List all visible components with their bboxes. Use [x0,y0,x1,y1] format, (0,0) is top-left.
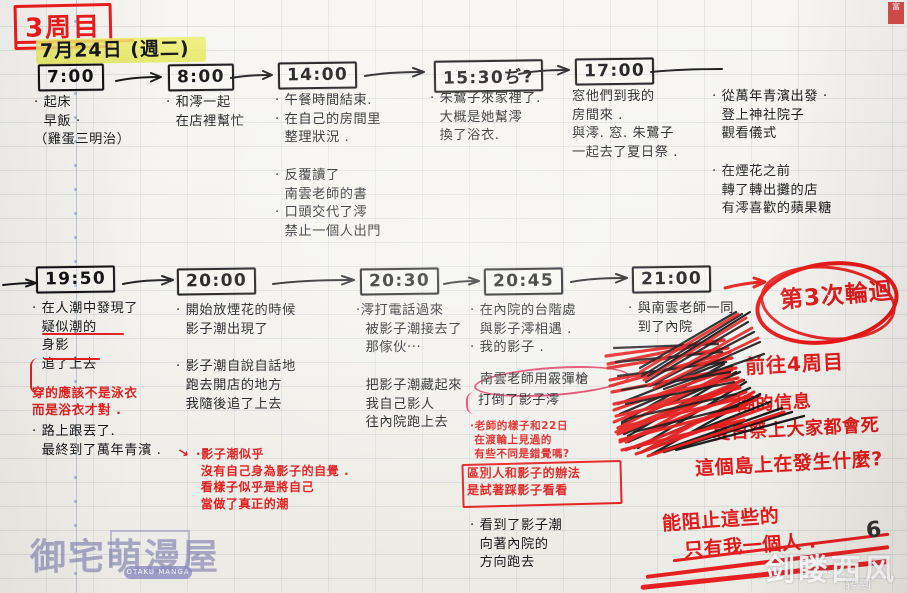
watermark-right-subtext: 转到 [845,578,874,592]
timebox-label: 19:50 [44,268,107,290]
entry-text-1950: · 在人潮中發現了 疑似潮的 身影 追了上去 [32,301,139,373]
ruled-line [0,266,907,267]
ruled-line [0,314,907,315]
ruled-line [0,362,907,363]
ruled-line [0,122,907,123]
arrow-right-icon [570,273,628,286]
entry-text-row1-tail: · 從萬年青濱出發 · 登上神社院子 觀看儀式 · 在煙花之前 轉了轉出攤的店 … [712,89,832,217]
arrow-right-icon [443,276,481,288]
arrow-right-icon [272,275,356,288]
arrow-right-icon [518,65,570,78]
ruled-line [0,530,907,531]
timebox-2000[interactable]: 20:00 [176,267,257,296]
entry-text-2100: · 與南雲老師一同 到了內院 [628,301,735,335]
ruled-line [0,410,907,411]
arrow-to-loop-icon [723,276,767,290]
timebox-label: 17:00 [583,60,646,82]
line-after-circle-2045: 打倒了影子澪 [478,393,560,408]
ruled-line [0,146,907,147]
page-date: 7月24日 (週二) [39,37,190,63]
arrow-right-icon [230,70,274,82]
timebox-2045[interactable]: 20:45 [483,267,564,296]
ruled-line [0,194,907,195]
arrow-right-icon [364,67,426,80]
red-underline [42,333,124,335]
arrow-right-icon [115,72,163,84]
ruled-line [0,218,907,219]
entry-text-0700: · 起床 早飯 · （雞蛋三明治） [34,95,131,148]
boxed-note-2045: 區別人和影子的辦法 是試著踩影子看看 [467,466,581,497]
margin-dots [74,20,77,593]
margin-line [76,0,77,593]
timebox-1950[interactable]: 19:50 [35,265,116,294]
ruled-line [0,50,907,51]
pink-bracket [466,392,476,414]
timebox-label: 20:00 [185,270,248,292]
timebox-label: 7:00 [46,66,96,88]
timebox-label: 20:45 [492,270,555,292]
watermark-right-text: 剑䁖西风话 [765,553,897,588]
ruled-line [0,578,907,579]
ruled-line [0,98,907,99]
circled-line-2045: 南雲老師用霰彈槍 [480,372,589,387]
watermark-left-badge: OTAKU MANGA [124,566,192,579]
house-icon [110,530,190,566]
timebox-1700[interactable]: 17:00 [574,57,655,86]
pink-note-2045: ·老師的樣子和22日 在渡輪上見過的 有些不同是錯覺嗎? [470,420,570,461]
arrow-right-icon [122,275,174,288]
ruled-line [0,434,907,435]
arrow-right-icon [650,66,728,78]
scribble-redaction [638,310,768,391]
red-bracket [30,358,42,394]
entry-text-2045: · 在內院的台階處 與影子澪相遇 . · 我的影子 . [470,303,577,356]
timebox-label: 20:30 [368,270,431,292]
corner-stamp-icon: 富 [888,2,904,24]
ruled-line [0,74,907,75]
timebox-label: 21:00 [640,268,703,290]
ruled-line [0,242,907,243]
ruled-line [0,386,907,387]
ruled-line [0,482,907,483]
ruled-line [0,170,907,171]
entry-text-1950-tail: · 路上跟丟了. 最終到了萬年青濱 . [32,424,162,458]
timebox-2030[interactable]: 20:30 [359,267,440,296]
timebox-label: 8:00 [176,66,226,88]
timebox-0800[interactable]: 8:00 [167,63,235,92]
timebox-label: 14:00 [286,64,349,86]
timebox-2100[interactable]: 21:00 [631,265,712,294]
ruled-line [0,290,907,291]
entry-text-2045-tail: · 看到了影子潮 向著內院的 方向跑去 [470,518,563,571]
entry-text-1400: · 午餐時間結束. · 在自己的房間里 整理狀況 . · 反覆讀了 南雲老師的書… [275,93,382,240]
ruled-line [0,554,907,555]
timebox-0700[interactable]: 7:00 [37,63,105,92]
red-underline [44,358,100,360]
ruled-line [0,506,907,507]
entry-text-1530: · 朱鷺子來家裡了. 大概是她幫澪 換了浴衣. [430,91,541,144]
entry-text-1700: 窓他們到我的 房間來 . 與澪. 窓. 朱鷺子 一起去了夏日祭 . [572,89,679,161]
ruled-line [0,458,907,459]
ruled-line [0,26,907,27]
entry-text-2000: · 開始放煙花的時候 影子潮出現了 · 影子潮自說自話地 跑去開店的地方 我隨後… [176,303,296,412]
entry-text-2030: ·澪打電話過來 被影子潮接去了 那傢伙··· 把影子潮藏起來 我自己影人 往內院… [356,303,463,431]
page-number: 6 [864,517,883,544]
red-note-1950: 穿的應該不是泳衣 而是浴衣才對 . [32,385,138,418]
ruled-line [0,338,907,339]
entry-text-0800: · 和澪一起 在店裡幫忙 [166,95,245,129]
timebox-1400[interactable]: 14:00 [277,61,358,90]
arrow-right-icon [2,278,38,290]
pink-note-2000: ·影子潮似乎 沒有自己身為影子的自覺 . 看樣子似乎是將自己 當做了真正的潮 [196,447,350,511]
